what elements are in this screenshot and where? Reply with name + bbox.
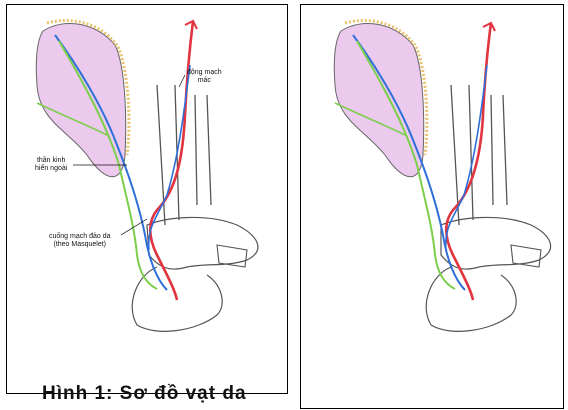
pedicle-label-line2: (theo Masquelet) [49, 241, 111, 249]
right-diagram-panel [300, 4, 564, 409]
peroneal-artery [446, 23, 491, 300]
peroneal-artery [150, 21, 193, 300]
foot-bones [147, 217, 258, 269]
skin-flap [36, 23, 125, 176]
tibia-outline [157, 85, 179, 225]
artery-leader [179, 75, 185, 87]
pedicle-label-line1: cuống mạch đảo da [49, 233, 111, 241]
skin-flap [334, 23, 423, 176]
right-anatomy-drawing [301, 5, 565, 410]
left-diagram-panel: động mạch mác thần kinh hiển ngoài cuống… [6, 4, 288, 394]
artery-label-line1: động mạch [187, 69, 222, 77]
caption-text: Hình 1: Sơ đồ vạt da [42, 383, 247, 405]
nerve-label: thần kinh hiển ngoài [35, 157, 67, 173]
artery-label: động mạch mác [187, 69, 222, 85]
left-anatomy-drawing [7, 5, 289, 395]
heel-bone [426, 267, 516, 331]
nerve-label-line1: thần kinh [35, 157, 67, 165]
fibula-outline [491, 95, 507, 205]
fibula-outline [195, 95, 211, 205]
nerve-label-line2: hiển ngoài [35, 165, 67, 173]
pedicle-label: cuống mạch đảo da (theo Masquelet) [49, 233, 111, 249]
figure-caption: Hình 1: Sơ đồ vạt da [42, 380, 247, 409]
tibia-outline [451, 85, 473, 225]
toe-bones [511, 245, 541, 267]
artery-label-line2: mác [187, 77, 222, 85]
